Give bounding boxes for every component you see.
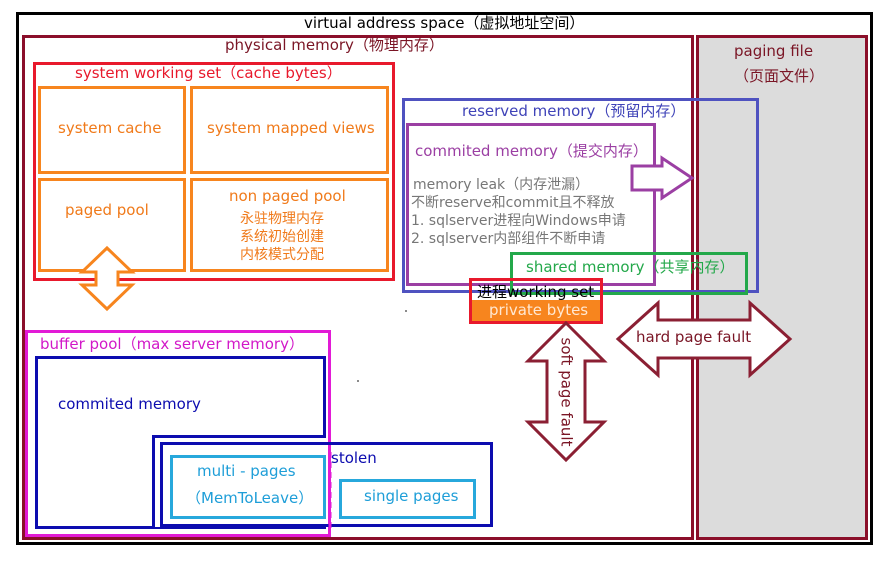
- paging-file-label-line2: （页面文件）: [734, 67, 825, 85]
- buffer-pool-box: [25, 330, 331, 537]
- virtual-address-space-box: [16, 12, 873, 545]
- process-working-set-label: 进程working set: [477, 283, 595, 301]
- reserved-memory-box: [402, 98, 759, 293]
- committed-memory-reserved-label: commited memory（提交内存）: [415, 142, 648, 160]
- system-mapped-views-box: [190, 86, 389, 174]
- paging-file-box: [696, 35, 868, 540]
- non-paged-pool-box: [190, 178, 389, 272]
- stolen-box: [152, 435, 326, 527]
- shared-memory-label: shared memory（共享内存）: [526, 258, 735, 276]
- stolen-label: stolen: [331, 449, 377, 467]
- private-bytes-label: private bytes: [489, 301, 589, 319]
- soft-page-fault-label: soft page fault: [557, 337, 576, 447]
- system-mapped-views-label: system mapped views: [207, 119, 375, 137]
- non-paged-pool-title: non paged pool: [229, 187, 346, 205]
- decorative-dot: [357, 380, 359, 382]
- private-bytes-fill: [472, 300, 600, 321]
- physical-memory-label: physical memory（物理内存）: [225, 36, 444, 54]
- buffer-pool-label: buffer pool（max server memory）: [40, 335, 304, 353]
- memory-leak-line1: memory leak（内存泄漏）: [413, 177, 590, 193]
- non-paged-pool-line1: 永驻物理内存: [240, 211, 324, 227]
- system-working-set-box: [33, 62, 395, 281]
- process-working-set-box: [469, 278, 603, 324]
- multi-pages-line2: （MemToLeave）: [186, 489, 314, 507]
- reserved-memory-label: reserved memory（预留内存）: [462, 102, 686, 120]
- memory-leak-line3: 1. sqlserver进程向Windows申请: [411, 213, 626, 229]
- stolen-outer-box: [160, 442, 493, 527]
- physical-memory-box: [22, 35, 694, 540]
- multi-pages-box: [170, 455, 326, 519]
- hard-page-fault-arrow: [615, 299, 793, 379]
- shared-memory-box: [510, 252, 748, 295]
- paging-file-label-line1: paging file: [734, 42, 814, 60]
- orange-double-arrow: [78, 245, 136, 312]
- memory-leak-line4: 2. sqlserver内部组件不断申请: [411, 231, 606, 247]
- decorative-dot: [405, 310, 407, 312]
- non-paged-pool-line3: 内核模式分配: [240, 247, 324, 263]
- soft-page-fault-arrow: [524, 320, 608, 463]
- system-cache-box: [38, 86, 186, 174]
- hard-page-fault-label: hard page fault: [636, 328, 752, 346]
- committed-memory-reserved-box: [406, 123, 656, 286]
- multi-pages-line1: multi - pages: [197, 462, 296, 480]
- system-working-set-label: system working set（cache bytes）: [75, 64, 342, 82]
- virtual-address-space-label: virtual address space（虚拟地址空间）: [304, 14, 585, 32]
- purple-right-arrow: [630, 155, 695, 201]
- single-pages-label: single pages: [364, 487, 459, 505]
- system-cache-label: system cache: [58, 119, 162, 137]
- non-paged-pool-line2: 系统初始创建: [240, 229, 324, 245]
- paged-pool-label: paged pool: [65, 201, 149, 219]
- single-pages-box: [339, 479, 476, 519]
- memory-leak-line2: 不断reserve和commit且不释放: [411, 195, 615, 211]
- committed-memory-bp-label: commited memory: [58, 395, 201, 413]
